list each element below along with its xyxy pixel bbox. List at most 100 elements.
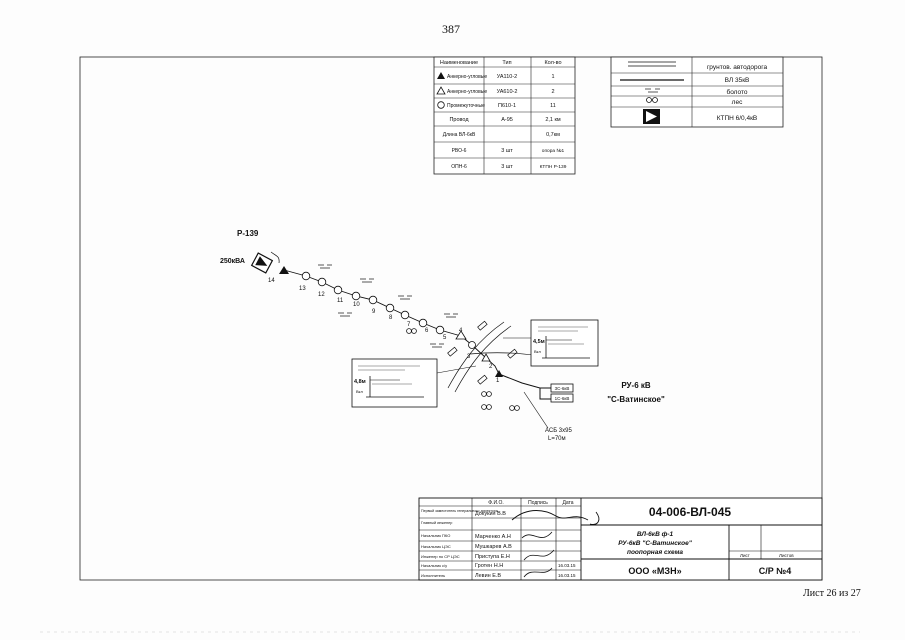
pole-number: 1 [496,378,500,384]
pole-number: 4 [459,328,463,334]
anchor-pole-icon [455,330,467,340]
person-role: Начальник ПКО [421,533,450,538]
materials-table: Наименование Тип Кол-во Анкерно-угловые … [433,56,576,175]
sheet-label: Лист [740,553,750,558]
cable-line [498,373,551,400]
inset-value: 4,5м [533,339,545,345]
pole-number: 6 [425,328,429,334]
title-col-header: Дата [562,500,573,506]
table-row-qty: 2 [551,89,554,95]
inset-note: Вкл [534,349,541,354]
pole-number: 7 [407,322,411,328]
pole-icon [317,277,327,287]
person-name: Гротен Н.Н [475,563,503,569]
anchor-pole-icon [495,370,503,377]
anchor-pole-icon [481,353,491,362]
cable-curve [270,251,280,264]
table-row-qty: 0,7км [546,132,560,138]
inset-value: 4,8м [354,379,366,385]
legend-label: ВЛ 35кВ [725,77,750,84]
substation-label: Р-139 [237,229,259,238]
sheet-note: Лист 26 из 27 [803,588,861,599]
table-row-name: ОПН-6 [451,164,467,170]
inset-note: Вкл [356,389,363,394]
pole-number: 12 [318,292,325,298]
inset-profile-left: 4,8м Вкл [351,358,438,408]
table-row-type: А-95 [501,117,513,123]
switchgear-cell-label: 1С-6кВ [555,396,570,401]
signature-mark [523,549,555,561]
switchgear-cell [550,393,574,403]
pole-number: 5 [443,335,447,341]
table-row-name: Длина ВЛ-6кВ [443,132,476,138]
legend-label: грунтов. автодорога [707,64,768,71]
leader-line [523,391,549,429]
person-role: Исполнитель [421,573,445,578]
pole-icon [435,325,445,335]
table-row-type: П610-1 [498,103,516,109]
person-name: Мушкарев А.В [475,544,512,550]
table-row-qty: 1 [551,74,554,80]
table-row-qty: 2,1 км [545,117,561,123]
pole-number: 2 [489,364,493,370]
pole-icon [385,303,395,313]
pole-number: 3 [467,354,471,360]
inset-profile-right: 4,5м Вкл [530,319,599,367]
circle-icon [437,101,445,109]
signature-mark [511,510,600,525]
person-role: Начальник с/у [421,563,447,568]
person-name: Левин Е.В [475,573,501,579]
pole-number: 14 [268,278,275,284]
switchgear-label: "С-Ватинское" [607,395,665,404]
substation-icon [643,109,660,124]
pole-icon [400,310,410,320]
road-icon [628,61,676,67]
pole-number: 13 [299,286,306,292]
table-row-name: Анкерно-угловые [447,74,487,80]
table-row-type: 3 шт [501,164,513,170]
person-role: Инженер по СР ЦЭС [421,554,460,559]
drawing-title: ВЛ-6кВ ф-1 [637,531,674,538]
person-date: 16.03.15 [558,573,576,578]
cable-label: L=70м [548,436,566,442]
signature-mark [523,567,553,578]
table-row-qty: КТПН Р-139 [540,164,567,170]
drawing-title: поопорная схема [627,549,683,556]
table-row-name: РВО-6 [452,148,467,154]
title-block: Ф.И.О. Подпись Дата Первый заместитель г… [418,497,823,581]
pole-icon [301,271,311,281]
table-header-type: Тип [502,60,511,66]
title-col-header: Ф.И.О. [488,500,503,506]
pole-number: 8 [389,315,393,321]
leader-line [436,365,477,374]
table-row-name: Анкерно-угловые [447,89,487,95]
pole-number: 11 [337,298,344,304]
person-role: Начальник ЦЭС [421,544,451,549]
person-role: Главный инженер [421,521,452,525]
legend-label: лес [732,99,743,106]
filled-triangle-icon [437,72,445,79]
person-name: Приступа Е.Н [475,554,510,560]
pole-icon [468,341,476,349]
switchgear-label: РУ-6 кВ [621,381,651,390]
swamp-icon [645,88,660,93]
forest-icon [406,328,520,411]
sheets-label: Листов [779,553,794,558]
swamp-icon [318,264,458,348]
table-row-name: Провод [449,117,469,123]
substation-power: 250кВА [220,258,245,265]
signature-mark [521,531,553,539]
page-number: 387 [442,22,460,36]
legend-label: болото [726,88,747,96]
power-line-crossing [469,352,541,357]
legend-table: грунтов. автодорога ВЛ 35кВ болото лес К… [610,56,784,128]
table-header-name: Наименование [440,60,478,66]
table-row-type: УА610-2 [497,89,518,95]
line-diagram: Р-139 250кВА [220,229,665,442]
legend-label: КТПН 6/0,4кВ [717,115,758,122]
table-row-qty: опора №1 [542,148,565,154]
substation-icon [250,252,274,274]
pole-icon [418,318,428,328]
table-row-type: УА110-2 [497,74,517,80]
